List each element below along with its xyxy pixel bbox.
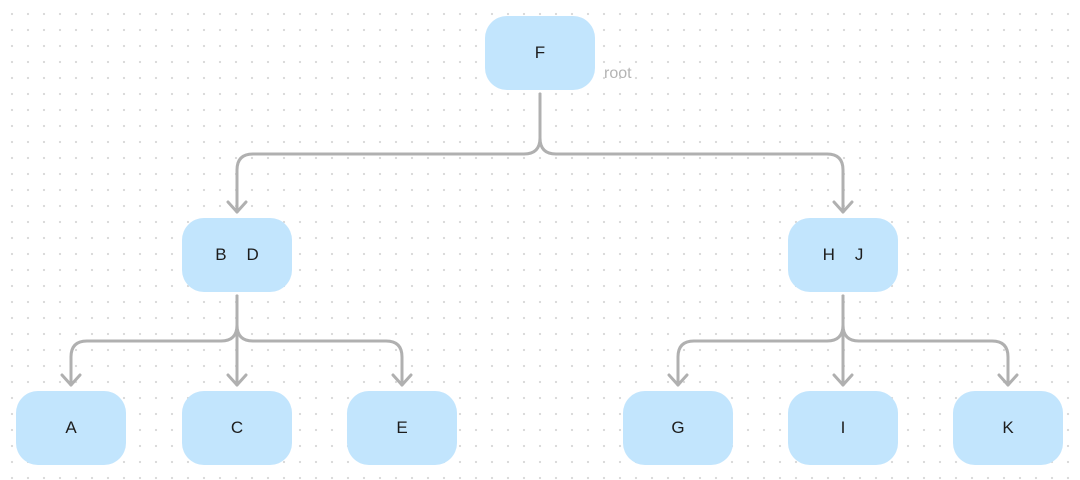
node-key: C [230, 418, 244, 437]
node-g: G [623, 391, 733, 465]
arrow-head-icon [60, 373, 82, 387]
edge-n-root-to-n-left [226, 92, 542, 214]
connector-line [69, 294, 239, 387]
node-k: K [953, 391, 1063, 465]
edge-n-left-to-n-a [60, 294, 239, 387]
connector-line [676, 294, 845, 387]
node-key: G [671, 418, 685, 437]
node-key: F [534, 43, 546, 62]
node-key: H [822, 245, 835, 264]
node-a: A [16, 391, 126, 465]
connector-line [841, 294, 1010, 387]
connector-line [235, 92, 542, 214]
arrow-head-icon [997, 373, 1019, 387]
node-key: B [215, 245, 227, 264]
arrow-head-icon [226, 373, 248, 387]
node-key: K [1002, 418, 1014, 437]
node-i: I [788, 391, 898, 465]
node-key: D [246, 245, 259, 264]
node-root: F [485, 16, 595, 90]
node-bd: B D [182, 218, 292, 292]
arrow-head-icon [226, 200, 248, 214]
arrow-head-icon [391, 373, 413, 387]
connector-line [235, 294, 404, 387]
node-hj: H J [788, 218, 898, 292]
edge-n-root-to-n-right [538, 92, 854, 214]
root-label: root [604, 65, 632, 82]
node-key: E [396, 418, 408, 437]
node-e: E [347, 391, 457, 465]
edge-n-left-to-n-e [235, 294, 413, 387]
node-key: A [65, 418, 77, 437]
arrow-head-icon [832, 200, 854, 214]
arrow-head-icon [832, 373, 854, 387]
edge-n-right-to-n-g [667, 294, 845, 387]
arrow-head-icon [667, 373, 689, 387]
edge-n-right-to-n-k [841, 294, 1019, 387]
connector-line [538, 92, 845, 214]
node-key: I [840, 418, 846, 437]
node-c: C [182, 391, 292, 465]
node-key: J [854, 245, 864, 264]
